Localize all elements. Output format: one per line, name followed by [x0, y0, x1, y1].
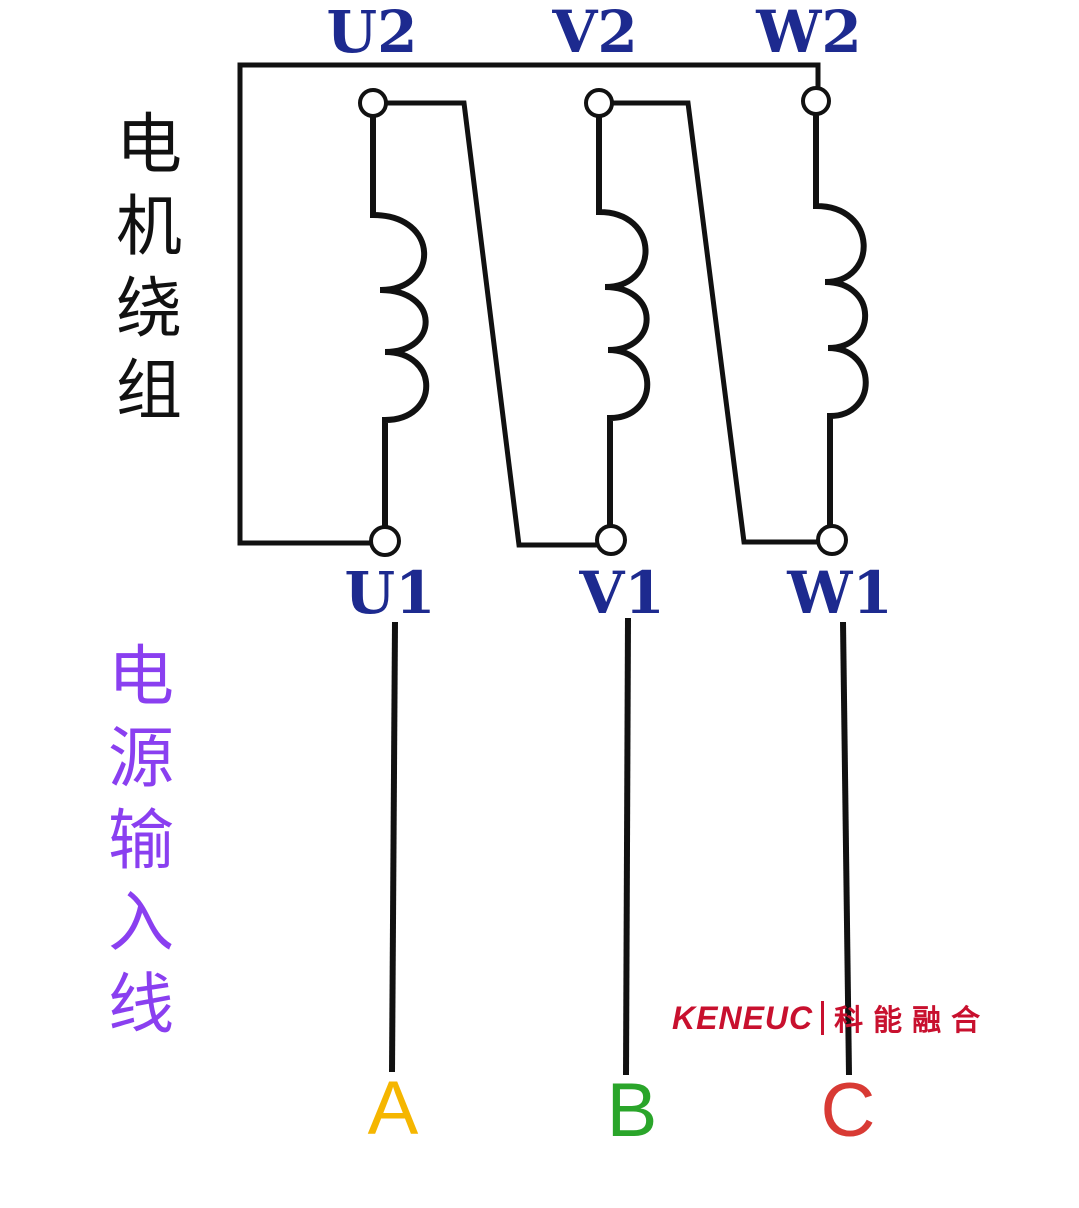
- phase-label-a: A: [368, 1066, 419, 1151]
- input-title-char: 电: [108, 638, 174, 715]
- phase-label-c: C: [821, 1068, 876, 1153]
- winding-title-char: 电: [116, 106, 182, 183]
- terminal-w2: [801, 86, 831, 116]
- input-title-char: 入: [108, 884, 174, 961]
- crossover-v2-w1: [613, 100, 820, 545]
- terminal-u2: [358, 88, 388, 118]
- terminal-v1: [595, 524, 627, 556]
- label-w2: W2: [755, 0, 862, 66]
- label-w1: W1: [786, 559, 893, 627]
- winding-title-char: 绕: [116, 270, 182, 347]
- winding-title-char: 组: [116, 352, 182, 429]
- coil-v: [596, 113, 651, 529]
- logo-chinese-text: 科能融合: [834, 1003, 991, 1037]
- brand-logo: KENEUC 科能融合: [672, 996, 990, 1040]
- input-title-char: 线: [108, 966, 174, 1043]
- power-input-title: 电源输入线: [104, 636, 178, 1046]
- winding-u: [370, 113, 430, 531]
- phase-label-b: B: [607, 1068, 658, 1153]
- terminal-u1: [369, 525, 401, 557]
- lead-a: [389, 621, 398, 1073]
- winding-v: [596, 113, 651, 529]
- label-u2: U2: [327, 0, 418, 66]
- label-u1: U1: [345, 559, 436, 627]
- coil-u: [370, 113, 430, 531]
- input-title-char: 输: [108, 802, 174, 879]
- coil-w: [813, 113, 869, 529]
- crossover-u2-v1: [386, 100, 598, 548]
- winding-w: [813, 113, 869, 529]
- terminal-v2: [584, 88, 614, 118]
- input-title-char: 源: [108, 720, 174, 797]
- logo-brand-text: KENEUC: [672, 999, 814, 1036]
- label-v1: V1: [578, 559, 664, 627]
- terminal-w1: [816, 524, 848, 556]
- winding-title: 电机绕组: [112, 104, 186, 432]
- label-v2: V2: [551, 0, 637, 66]
- lead-c: [840, 621, 852, 1076]
- logo-divider: [821, 1001, 825, 1035]
- winding-title-char: 机: [116, 188, 182, 265]
- lead-b: [623, 617, 631, 1076]
- delta-bus-top: [237, 62, 821, 546]
